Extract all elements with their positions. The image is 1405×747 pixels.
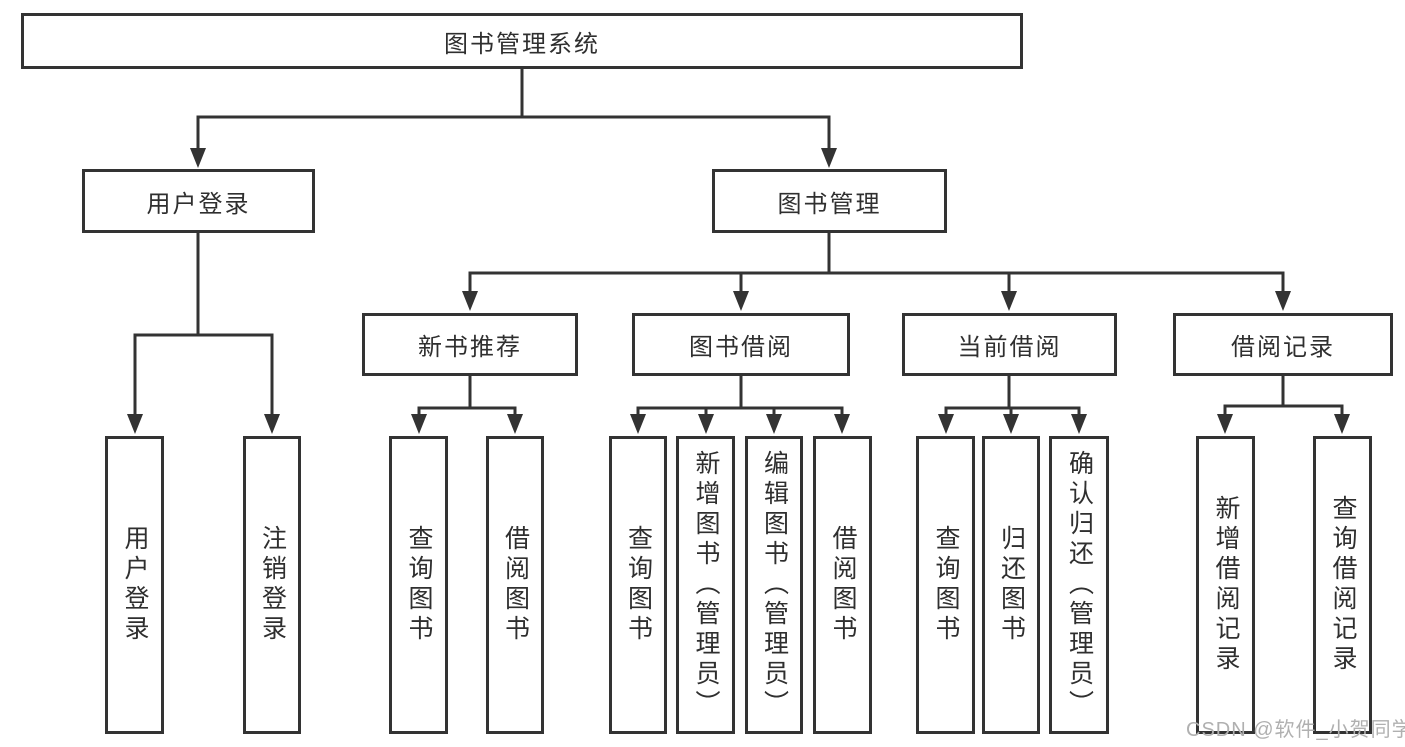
node-borrow-books-borrowing: 借阅图书	[813, 436, 872, 734]
node-borrow-books-recommend: 借阅图书	[486, 436, 544, 734]
node-confirm-return-admin: 确认归还（管理员）	[1049, 436, 1109, 734]
connector-book-management-to-level3	[462, 233, 1291, 311]
node-add-borrow-record: 新增借阅记录	[1196, 436, 1255, 734]
node-logout-label: 注销登录	[258, 525, 287, 645]
connector-current-borrowing-to-children	[938, 376, 1087, 434]
node-borrowing-records: 借阅记录	[1173, 313, 1393, 376]
node-user-login-branch: 用户登录	[82, 169, 315, 233]
node-query-books-current-label: 查询图书	[932, 525, 960, 645]
node-borrowing-records-label: 借阅记录	[1231, 334, 1335, 361]
connector-user-login-to-children	[127, 233, 280, 434]
node-borrow-books-borrowing-label: 借阅图书	[829, 525, 857, 645]
node-return-books: 归还图书	[982, 436, 1040, 734]
node-user-login-label: 用户登录	[121, 525, 149, 645]
node-borrow-books-recommend-label: 借阅图书	[501, 525, 530, 645]
node-book-borrowing-label: 图书借阅	[689, 334, 793, 361]
node-add-borrow-record-label: 新增借阅记录	[1212, 495, 1240, 675]
connector-new-book-recommendation-to-children	[411, 376, 523, 434]
node-query-books-recommend-label: 查询图书	[405, 525, 433, 645]
node-new-book-recommendation: 新书推荐	[362, 313, 578, 376]
node-new-book-recommendation-label: 新书推荐	[418, 334, 522, 361]
watermark: CSDN @软件_小贺同学	[1186, 719, 1405, 741]
node-user-login-branch-label: 用户登录	[146, 190, 251, 218]
connector-root-to-level2	[190, 69, 837, 168]
connector-book-borrowing-to-children	[630, 376, 850, 434]
node-logout: 注销登录	[243, 436, 301, 734]
node-query-books-recommend: 查询图书	[389, 436, 448, 734]
node-add-books-admin: 新增图书（管理员）	[676, 436, 735, 734]
node-query-books-borrowing-label: 查询图书	[624, 525, 653, 645]
node-query-borrow-record: 查询借阅记录	[1313, 436, 1372, 734]
node-book-management: 图书管理	[712, 169, 947, 233]
node-root: 图书管理系统	[21, 13, 1023, 69]
node-query-books-current: 查询图书	[916, 436, 975, 734]
node-add-books-admin-label: 新增图书（管理员）	[692, 450, 720, 720]
node-return-books-label: 归还图书	[997, 525, 1026, 645]
node-edit-books-admin: 编辑图书（管理员）	[745, 436, 803, 734]
node-edit-books-admin-label: 编辑图书（管理员）	[760, 450, 789, 720]
node-current-borrowing-label: 当前借阅	[957, 334, 1062, 361]
node-confirm-return-admin-label: 确认归还（管理员）	[1065, 450, 1094, 720]
node-query-borrow-record-label: 查询借阅记录	[1329, 495, 1357, 675]
node-book-management-label: 图书管理	[777, 190, 882, 218]
node-root-label: 图书管理系统	[444, 30, 600, 58]
connector-borrowing-records-to-children	[1217, 376, 1350, 434]
node-query-books-borrowing: 查询图书	[609, 436, 667, 734]
node-current-borrowing: 当前借阅	[902, 313, 1117, 376]
node-book-borrowing: 图书借阅	[632, 313, 850, 376]
node-user-login: 用户登录	[105, 436, 164, 734]
